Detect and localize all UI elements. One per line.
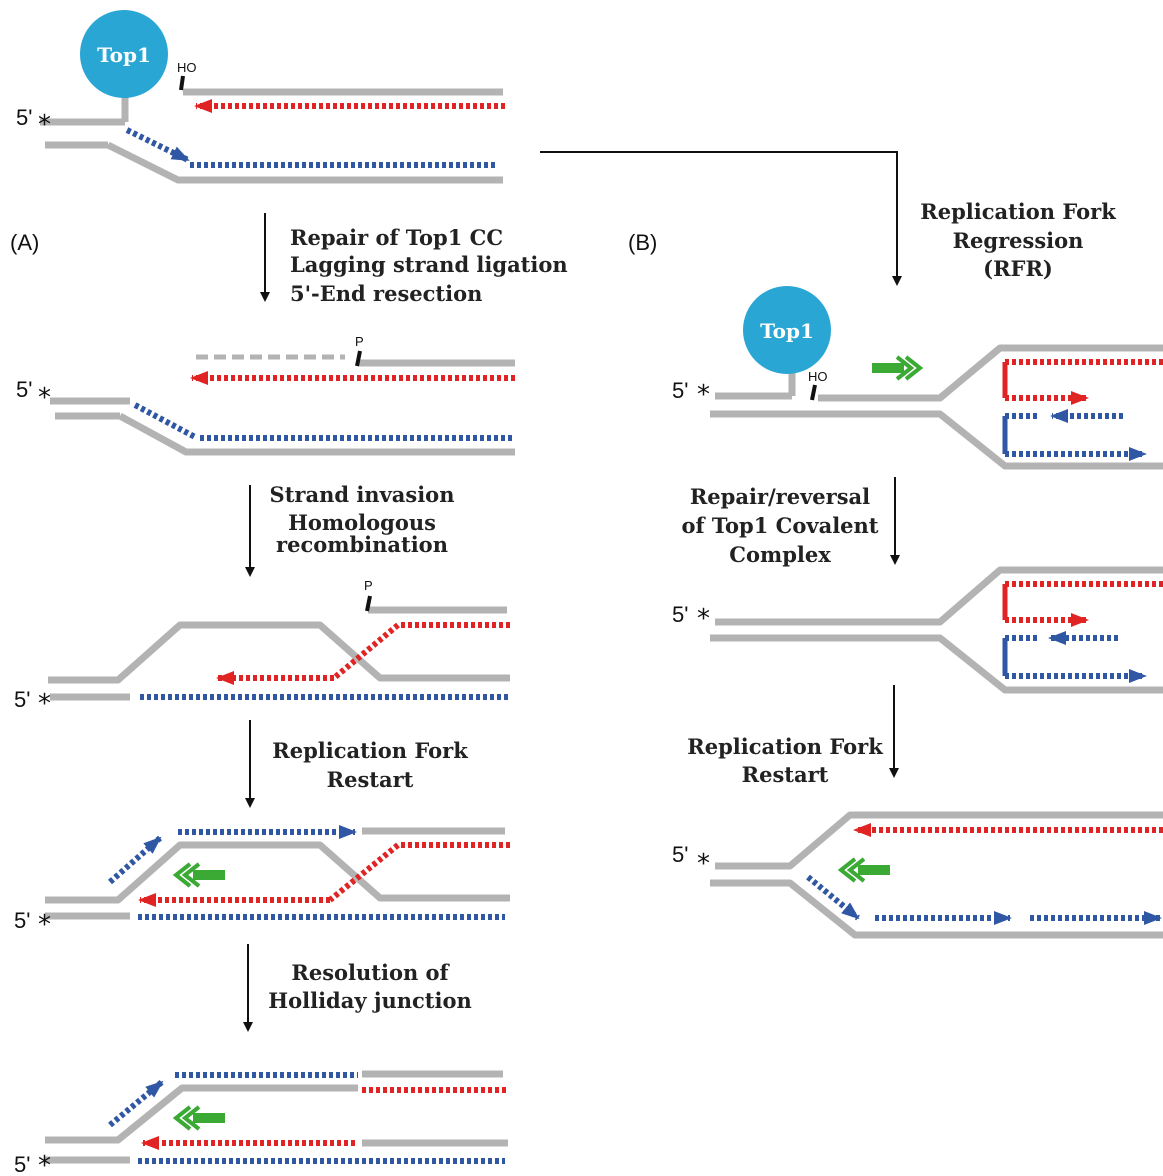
five-prime-label: 5': [672, 842, 688, 867]
green-motion-arrow: [172, 1105, 225, 1131]
connector-arrow: [540, 151, 902, 286]
a-resected-fork: P 5' *: [16, 334, 515, 456]
step-b2-line1: Repair/reversal: [690, 484, 870, 509]
step-b1-line3: (RFR): [983, 256, 1053, 281]
step-a4-line2: Holliday junction: [268, 988, 471, 1013]
star-label: *: [697, 380, 710, 410]
step-a2-line3: recombination: [276, 532, 448, 557]
step-a2-line1: Strand invasion: [270, 482, 455, 507]
green-motion-arrow: [872, 355, 924, 381]
top1-label: Top1: [760, 319, 814, 343]
star-label: *: [38, 110, 51, 140]
b-repaired-fork: 5' *: [672, 566, 1163, 694]
green-motion-arrow: [837, 857, 890, 883]
five-prime-label: 5': [16, 377, 32, 402]
five-prime-label: 5': [14, 908, 30, 933]
step-a1-line1: Repair of Top1 CC: [290, 225, 503, 250]
step-a4-line1: Resolution of: [291, 960, 450, 985]
star-label: *: [38, 689, 51, 719]
step-b2-line2: of Top1 Covalent: [681, 513, 878, 538]
step-b3-line2: Restart: [742, 762, 829, 787]
top1-protein: [743, 286, 831, 374]
ho-label: HO: [177, 60, 197, 75]
initial-fork: Top1 HO 5' *: [16, 10, 505, 184]
p-label: P: [355, 334, 364, 349]
step-b1-line2: Regression: [953, 228, 1084, 253]
five-prime-label: 5': [16, 105, 32, 130]
star-label: *: [697, 604, 710, 634]
star-label: *: [38, 383, 51, 413]
ho-label: HO: [808, 369, 828, 384]
top1-protein: [80, 10, 168, 98]
a-fork-restart: 5' *: [14, 825, 510, 940]
step-a2-line2: Homologous: [288, 510, 436, 535]
b-restarted-fork: 5' *: [672, 811, 1163, 939]
star-label: *: [38, 1151, 51, 1176]
five-prime-label: 5': [14, 1152, 30, 1176]
top1-label: Top1: [97, 43, 151, 67]
p-label: P: [364, 578, 373, 593]
step-b2-line3: Complex: [729, 542, 831, 567]
star-label: *: [697, 849, 710, 879]
step-a1-line2: Lagging strand ligation: [290, 252, 568, 277]
step-b3-line1: Replication Fork: [687, 734, 883, 759]
step-a3-line1: Replication Fork: [272, 738, 468, 763]
step-a1-line3: 5'-End resection: [290, 281, 482, 306]
star-label: *: [38, 910, 51, 940]
panel-b-label: (B): [628, 230, 657, 255]
panel-a-label: (A): [10, 230, 39, 255]
green-motion-arrow: [172, 862, 225, 888]
step-b1-line1: Replication Fork: [920, 199, 1116, 224]
five-prime-label: 5': [672, 378, 688, 403]
five-prime-label: 5': [14, 687, 30, 712]
a-holliday-resolved: 5' *: [14, 1070, 508, 1176]
five-prime-label: 5': [672, 602, 688, 627]
step-a3-line2: Restart: [327, 767, 414, 792]
a-strand-invasion: P 5' *: [14, 578, 510, 719]
b-regressed-fork: HO Top1 5' *: [672, 286, 1163, 470]
